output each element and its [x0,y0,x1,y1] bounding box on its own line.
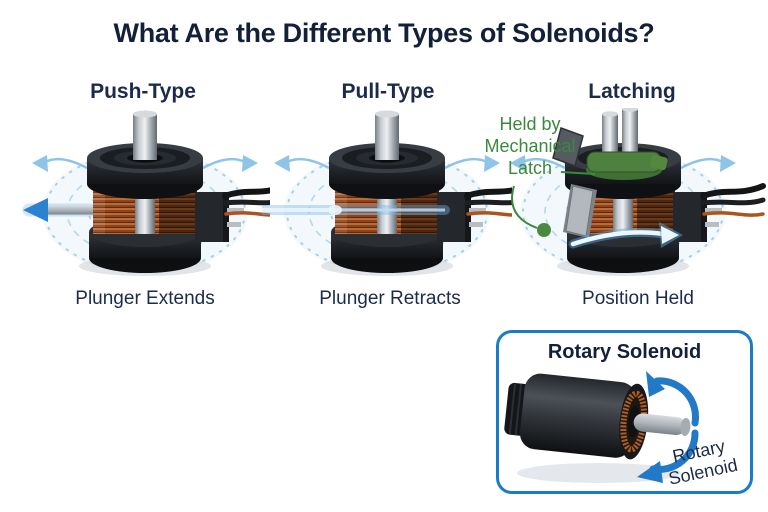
solenoid-shaft [130,110,160,163]
push-arrow-icon [22,198,107,222]
rotary-solenoid-illustration [504,371,699,483]
pull-solenoid-illustration [262,110,512,293]
latch-hold-arrow-icon [568,222,683,249]
rotary-panel-title: Rotary Solenoid [547,341,702,363]
latch-pointer [511,171,596,237]
rotary-solenoid-panel: Rotary Solenoid [496,330,753,494]
solenoid-body [79,143,270,276]
latching-type-caption: Position Held [582,288,694,309]
pull-type-heading: Pull-Type [341,80,435,103]
latching-solenoid-illustration [508,108,767,293]
solenoid-shaft [372,110,402,163]
latch-pointer-dot [537,223,551,237]
pull-arrow-icon [262,205,450,215]
push-type-heading: Push-Type [90,80,196,103]
pull-type-caption: Plunger Retracts [319,288,461,309]
page-title: What Are the Different Types of Solenoid… [113,18,655,48]
latch-annotation-line1: Held by [499,114,561,134]
push-type-caption: Plunger Extends [75,288,215,309]
latch-plunger-pins [602,108,638,162]
latching-type-heading: Latching [588,80,676,103]
rotary-solenoid-body [504,373,691,460]
latch-bracket [552,127,597,238]
latch-annotation: Held by Mechanical Latch [472,113,588,179]
latch-annotation-line2: Mechanical [484,136,576,156]
rotation-arrows-icon [637,371,699,483]
latch-annotation-line3: Latch [507,158,553,178]
push-solenoid-illustration [22,110,270,293]
mechanical-latch-green-part [586,151,668,180]
